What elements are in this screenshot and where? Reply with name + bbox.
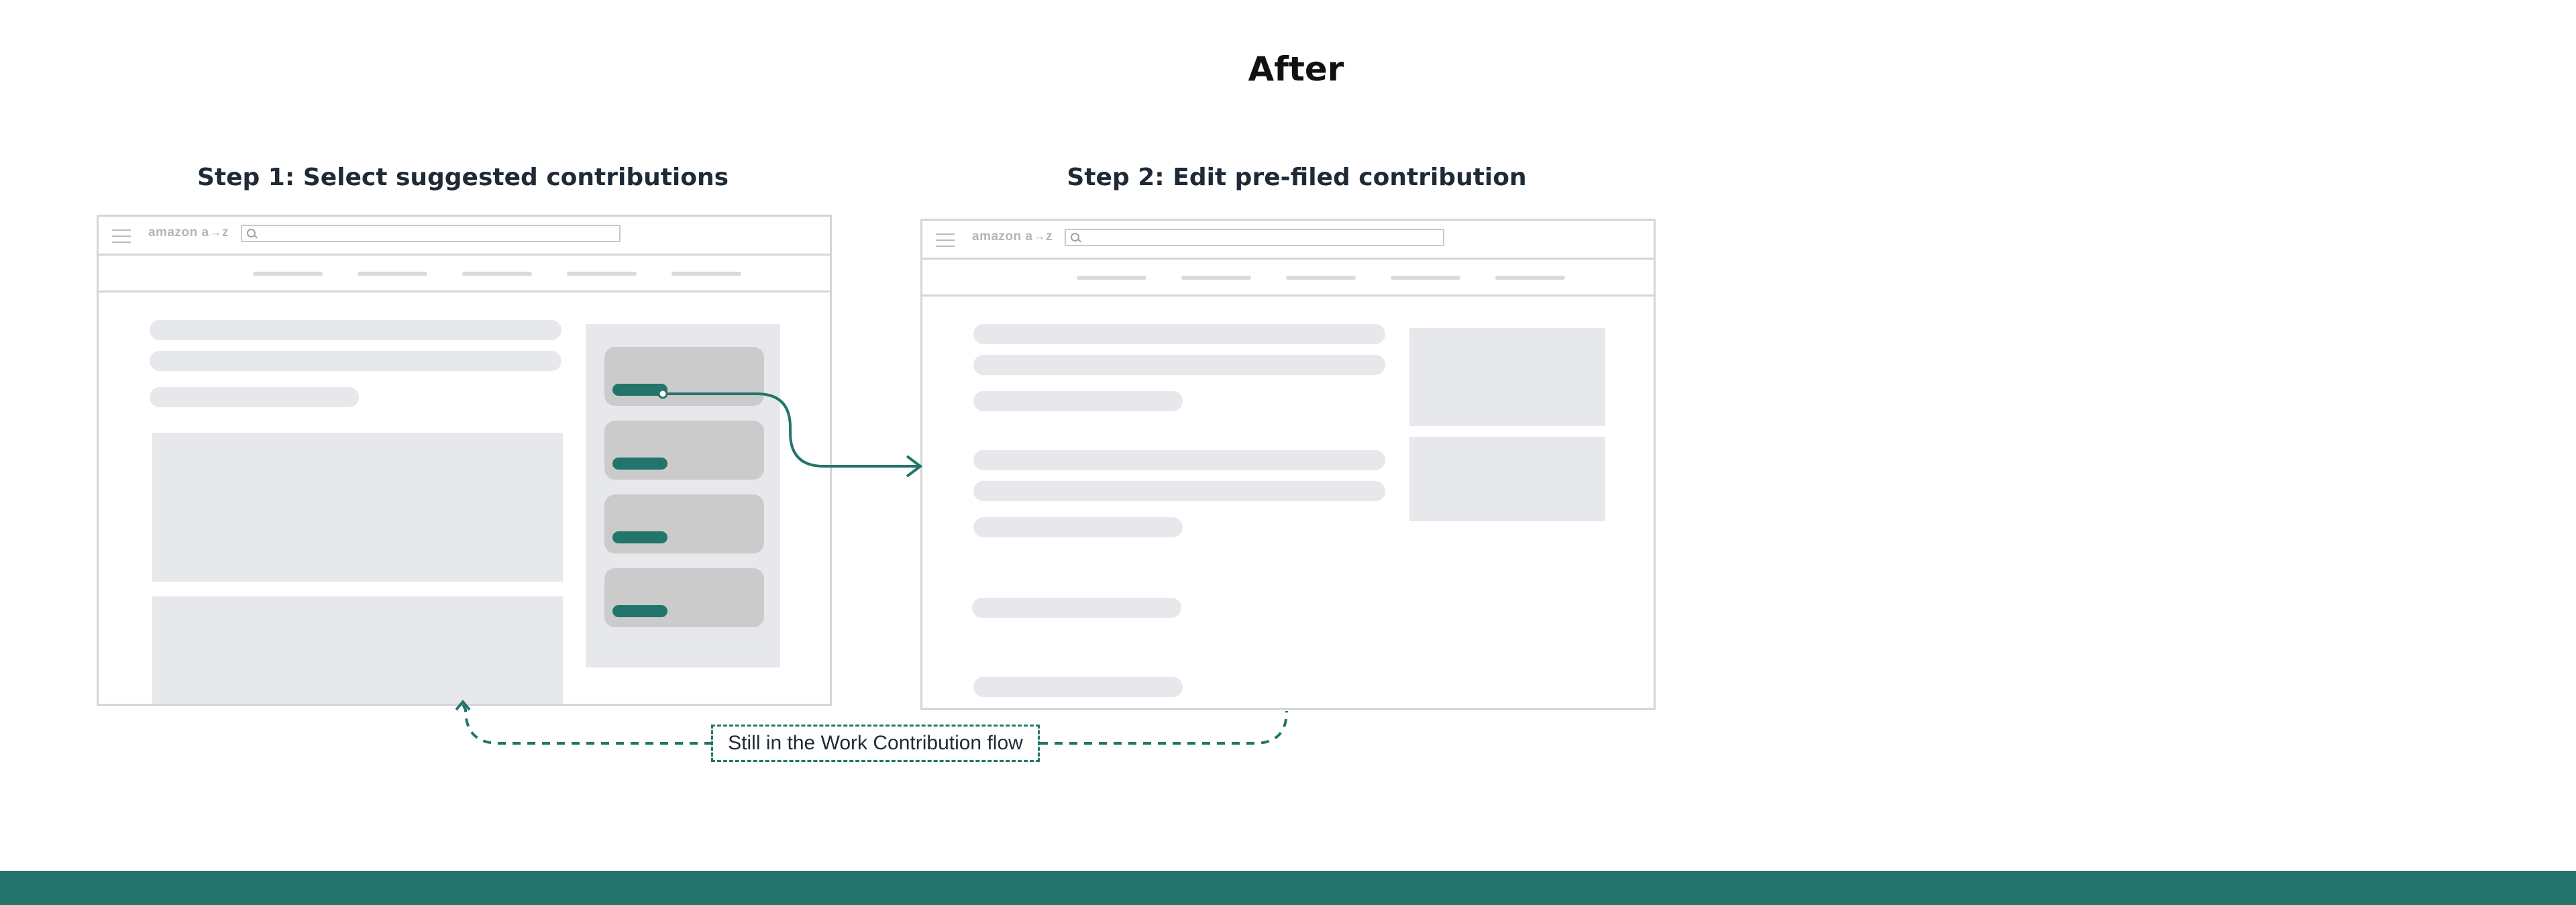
nav-item [1181,276,1251,280]
nav-item [1495,276,1565,280]
placeholder-line [973,517,1183,537]
placeholder-line [150,351,561,371]
select-button[interactable] [612,384,667,396]
placeholder-line [973,355,1385,375]
menu-icon [112,229,131,243]
suggestions-panel [586,324,780,668]
placeholder-line [150,387,359,407]
placeholder-line [972,598,1181,618]
arrow-start-dot [657,388,668,399]
search-icon [247,229,256,237]
placeholder-block [1409,328,1605,426]
footer-band [0,871,2576,905]
step1-title: Step 1: Select suggested contributions [197,164,729,191]
nav-item [1286,276,1356,280]
flow-bracket-arrow-head [455,699,471,711]
wireframe-topbar: amazon a→z [99,217,830,256]
placeholder-line [973,481,1385,501]
nav-item [358,272,427,276]
placeholder-block [152,596,563,704]
logo: amazon a→z [972,229,1053,244]
logo: amazon a→z [148,225,229,239]
placeholder-line [973,324,1385,344]
nav-item [1077,276,1146,280]
wireframe-nav [922,260,1654,297]
select-button[interactable] [612,531,667,543]
select-button[interactable] [612,458,667,470]
search-input [1065,229,1444,246]
step-arrow-line [663,392,920,468]
suggested-contribution-card[interactable] [604,421,764,480]
flow-bracket-right [1040,710,1288,745]
placeholder-line [150,320,561,340]
nav-item [567,272,637,276]
wireframe-nav [99,256,830,292]
search-icon [1071,233,1079,242]
wireframe-topbar: amazon a→z [922,221,1654,260]
step1-wireframe-window: amazon a→z [97,215,832,706]
nav-item [1391,276,1460,280]
step2-title: Step 2: Edit pre-filed contribution [1067,164,1527,191]
suggested-contribution-card[interactable] [604,347,764,406]
page-title: After [1248,50,1344,89]
flow-bracket-left [462,704,711,745]
search-input [241,225,621,242]
flow-note: Still in the Work Contribution flow [711,725,1040,762]
placeholder-line [973,677,1183,697]
arrow-head [906,455,923,478]
placeholder-block [1409,437,1605,521]
placeholder-line [973,450,1385,470]
placeholder-line [973,391,1183,411]
nav-item [462,272,532,276]
nav-item [672,272,741,276]
nav-item [253,272,323,276]
placeholder-block [152,433,563,582]
step2-wireframe-window: amazon a→z [920,219,1656,710]
suggested-contribution-card[interactable] [604,494,764,553]
select-button[interactable] [612,605,667,617]
suggested-contribution-card[interactable] [604,568,764,627]
menu-icon [936,233,955,247]
